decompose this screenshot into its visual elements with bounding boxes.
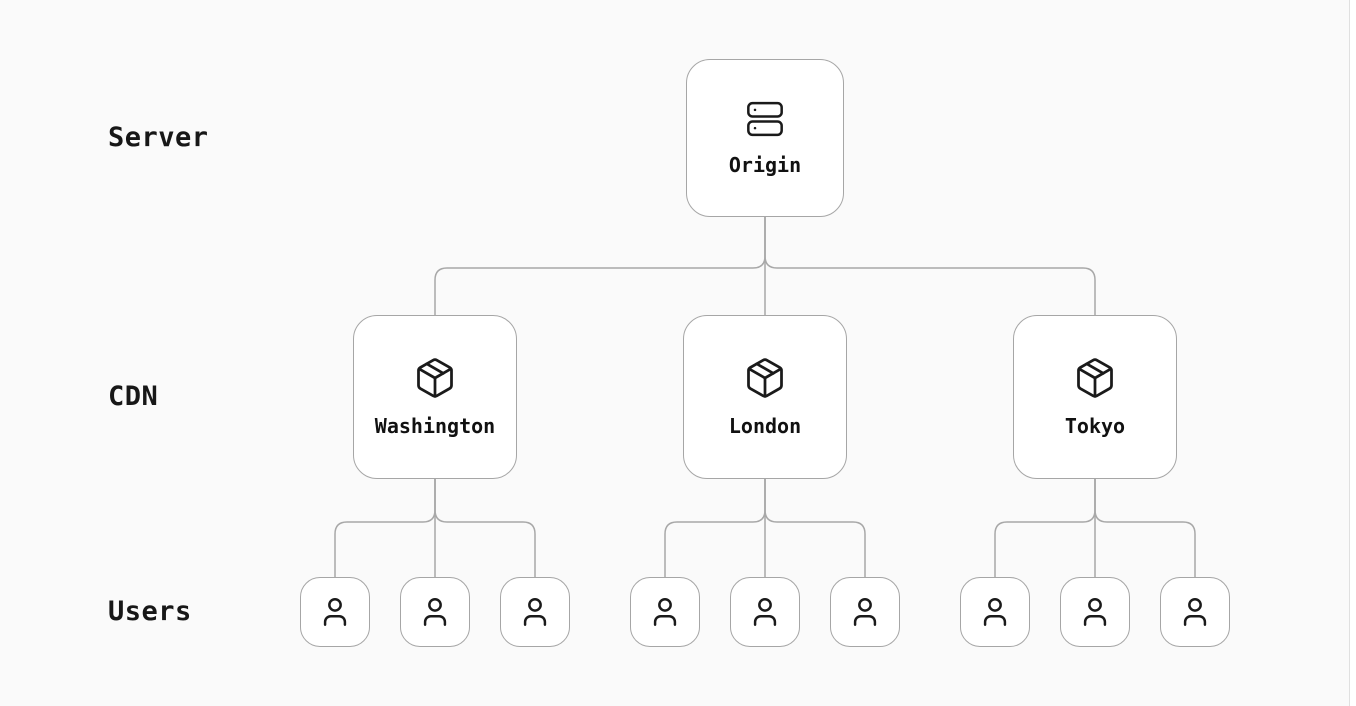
package-icon: [413, 356, 457, 400]
user-icon: [748, 595, 782, 629]
connector-origin-to-tokyo: [764, 217, 1096, 315]
package-icon: [743, 356, 787, 400]
user-node: [500, 577, 570, 647]
user-icon: [1078, 595, 1112, 629]
connector-london-to-user-1: [664, 479, 766, 577]
user-icon: [648, 595, 682, 629]
user-icon: [978, 595, 1012, 629]
cdn-node-london: London: [683, 315, 847, 479]
user-icon: [848, 595, 882, 629]
user-node: [1160, 577, 1230, 647]
right-edge-gutter: [1350, 0, 1356, 706]
user-node: [300, 577, 370, 647]
user-icon: [418, 595, 452, 629]
row-label-server: Server: [108, 122, 209, 153]
connector-tokyo-to-user-3: [1094, 479, 1196, 577]
connector-london-to-user-3: [764, 479, 866, 577]
server-icon: [745, 99, 785, 139]
right-edge-divider: [1349, 0, 1350, 706]
row-label-cdn: CDN: [108, 381, 159, 412]
cdn-node-label: Washington: [374, 414, 496, 438]
user-node: [630, 577, 700, 647]
cdn-node-tokyo: Tokyo: [1013, 315, 1177, 479]
row-label-users: Users: [108, 596, 192, 627]
user-node: [1060, 577, 1130, 647]
cdn-node-label: London: [728, 414, 802, 438]
user-icon: [1178, 595, 1212, 629]
package-icon: [1073, 356, 1117, 400]
connector-tokyo-to-user-1: [994, 479, 1096, 577]
connector-washington-to-user-3: [434, 479, 536, 577]
cdn-node-label: Tokyo: [1064, 414, 1126, 438]
user-icon: [318, 595, 352, 629]
origin-node-label: Origin: [728, 153, 802, 177]
connector-origin-to-washington: [434, 217, 766, 315]
user-icon: [518, 595, 552, 629]
user-node: [830, 577, 900, 647]
cdn-node-washington: Washington: [353, 315, 517, 479]
user-node: [400, 577, 470, 647]
connector-washington-to-user-1: [334, 479, 436, 577]
origin-node: Origin: [686, 59, 844, 217]
user-node: [730, 577, 800, 647]
user-node: [960, 577, 1030, 647]
